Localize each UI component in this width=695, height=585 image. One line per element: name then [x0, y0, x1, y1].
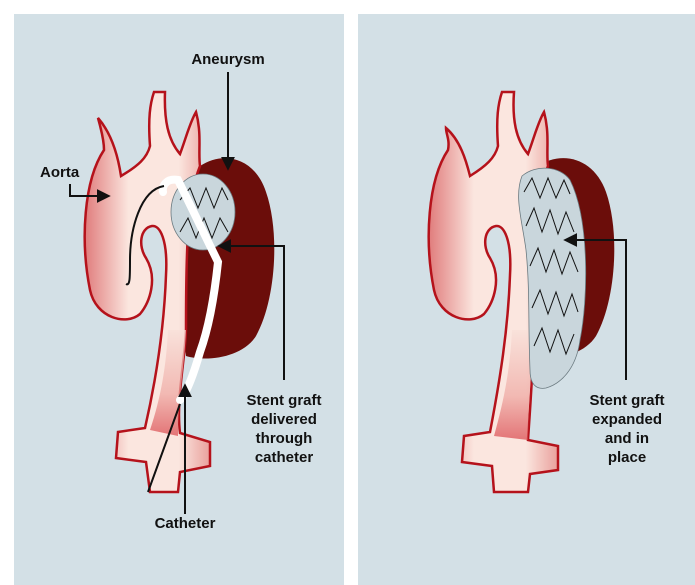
- label-stent-graft-expanded: Stent graft expanded and in place: [572, 391, 682, 467]
- label-aorta: Aorta: [40, 163, 100, 182]
- label-aneurysm: Aneurysm: [178, 50, 278, 69]
- label-stent-graft-delivered: Stent graft delivered through catheter: [229, 391, 339, 467]
- label-catheter: Catheter: [138, 514, 232, 533]
